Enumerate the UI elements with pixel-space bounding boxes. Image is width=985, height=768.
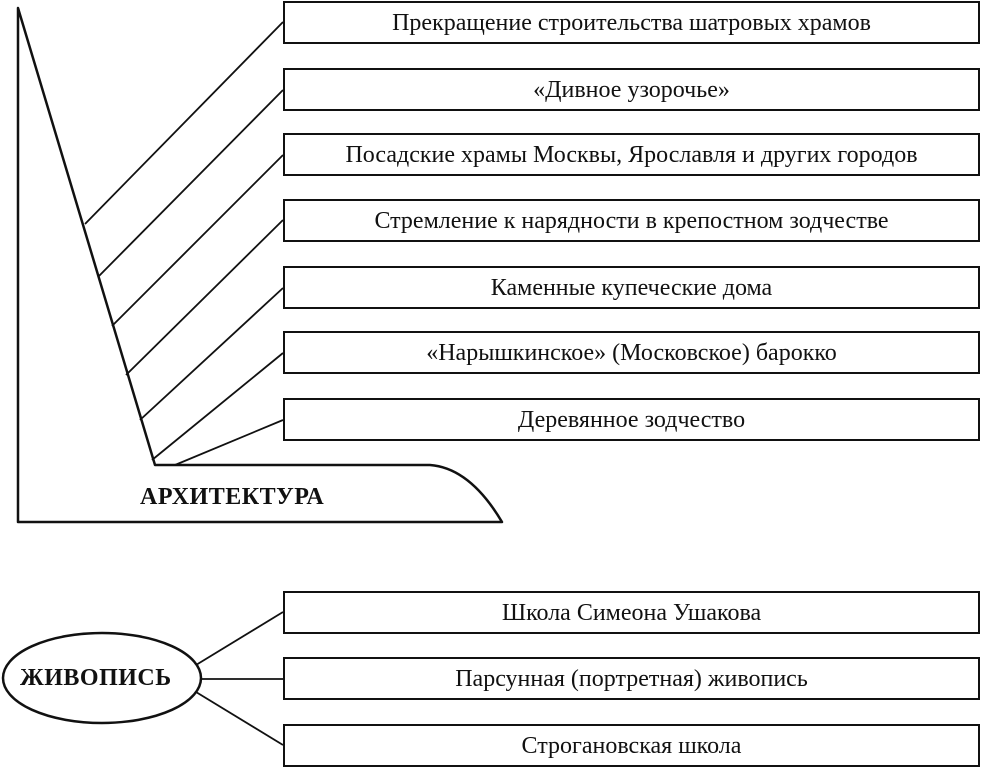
architecture-item-label: «Нарышкинское» (Московское) барокко [426, 339, 837, 366]
painting-ellipse [1, 631, 203, 725]
painting-item-label: Парсунная (портретная) живопись [455, 665, 808, 692]
architecture-wedge [16, 6, 504, 524]
painting-item: Парсунная (портретная) живопись [283, 657, 980, 700]
architecture-item: Прекращение строительства шатровых храмо… [283, 1, 980, 44]
arch-connector-4 [125, 219, 284, 376]
architecture-item-label: Стремление к нарядности в крепостном зод… [374, 207, 889, 234]
architecture-item: «Дивное узорочье» [283, 68, 980, 111]
painting-item: Строгановская школа [283, 724, 980, 767]
paint-connector-3 [195, 691, 284, 746]
arch-connector-7 [174, 419, 284, 466]
architecture-item-label: Посадские храмы Москвы, Ярославля и друг… [345, 141, 918, 168]
painting-item: Школа Симеона Ушакова [283, 591, 980, 634]
architecture-item-label: «Дивное узорочье» [533, 76, 730, 103]
arch-connector-3 [111, 154, 284, 327]
architecture-item: «Нарышкинское» (Московское) барокко [283, 331, 980, 374]
painting-connector-lines [195, 611, 284, 746]
architecture-item: Деревянное зодчество [283, 398, 980, 441]
paint-connector-1 [195, 611, 284, 666]
arch-connector-2 [97, 89, 284, 278]
arch-connector-1 [84, 21, 284, 225]
arch-connector-5 [139, 287, 284, 421]
painting-item-label: Школа Симеона Ушакова [501, 599, 762, 626]
architecture-connector-lines [84, 21, 284, 466]
architecture-item-label: Каменные купеческие дома [490, 274, 773, 301]
architecture-title: АРХИТЕКТУРА [140, 484, 325, 510]
arch-connector-6 [151, 352, 284, 461]
architecture-item: Посадские храмы Москвы, Ярославля и друг… [283, 133, 980, 176]
painting-title: ЖИВОПИСЬ [20, 665, 172, 691]
architecture-item-label: Деревянное зодчество [517, 406, 746, 433]
painting-item-label: Строгановская школа [521, 732, 742, 759]
architecture-item: Каменные купеческие дома [283, 266, 980, 309]
architecture-item-label: Прекращение строительства шатровых храмо… [392, 9, 871, 36]
architecture-item: Стремление к нарядности в крепостном зод… [283, 199, 980, 242]
